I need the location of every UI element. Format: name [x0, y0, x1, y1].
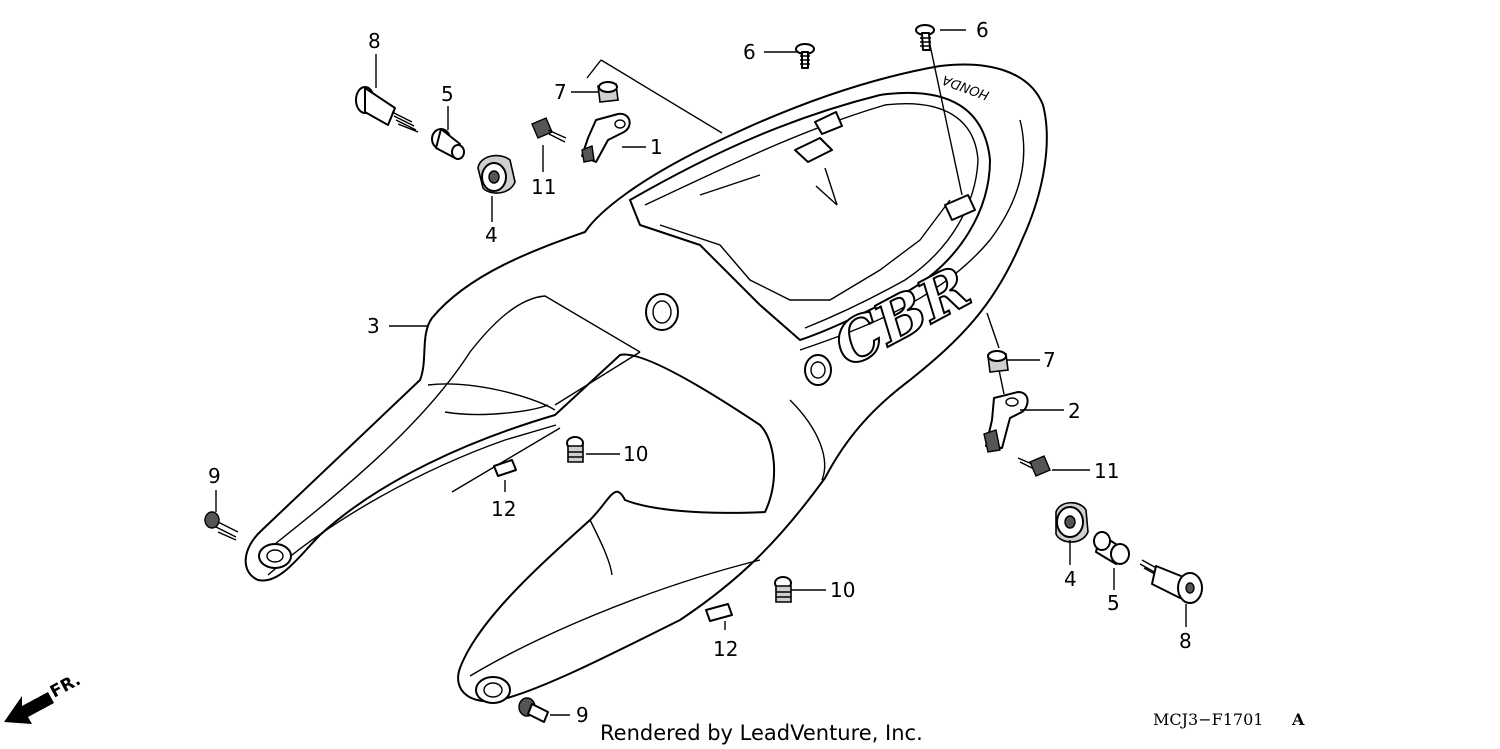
bolt-part-11-left [531, 117, 567, 143]
callout-9-lower: 9 [576, 703, 589, 727]
callout-5-right: 5 [1107, 591, 1120, 615]
assembly-guide-lines [554, 44, 1005, 406]
callout-4-left: 4 [485, 223, 498, 247]
callout-9-left: 9 [208, 464, 221, 488]
seat-cowl-part-3: HONDA CBR [244, 63, 1048, 704]
clip-part-10-upper [566, 436, 584, 463]
callout-2: 2 [1068, 399, 1081, 423]
nut-part-7-right [987, 350, 1009, 373]
diagram-code-suffix: A [1291, 710, 1305, 729]
callout-8-right: 8 [1179, 629, 1192, 653]
callout-7-right: 7 [1043, 348, 1056, 372]
callout-11-left: 11 [531, 175, 556, 199]
bolt-part-8-left [355, 86, 419, 133]
screw-part-6-center [795, 43, 815, 69]
callout-12-upper: 12 [491, 497, 516, 521]
grommet-part-4-left [477, 154, 516, 194]
callout-6-center: 6 [743, 40, 756, 64]
clip-part-10-lower [774, 576, 792, 603]
callout-5-left: 5 [441, 82, 454, 106]
screw-part-6-right [915, 24, 935, 51]
collar-part-5-right [1093, 531, 1130, 565]
bracket-part-2 [983, 391, 1029, 453]
screw-part-9-lower [518, 697, 549, 723]
front-label: FR. [47, 670, 84, 702]
bolt-part-8-right [1139, 559, 1203, 604]
screw-part-9-left [204, 511, 239, 541]
grommet-part-4-right [1055, 501, 1089, 543]
callout-3: 3 [367, 314, 380, 338]
callout-10-upper: 10 [623, 442, 648, 466]
callout-4-right: 4 [1064, 567, 1077, 591]
pad-part-12-upper [493, 459, 517, 477]
leader-lines [215, 29, 1187, 716]
bracket-part-1 [581, 112, 631, 163]
collar-part-5-left [431, 128, 465, 160]
bolt-part-11-right [1017, 455, 1051, 477]
diagram-code: MCJ3−F1701 A [1153, 710, 1305, 729]
callout-7-left: 7 [554, 80, 567, 104]
callout-12-lower: 12 [713, 637, 738, 661]
callout-8-left: 8 [368, 29, 381, 53]
front-direction-indicator: FR. [4, 670, 84, 724]
callout-11-right: 11 [1094, 459, 1119, 483]
pad-part-12-lower [705, 603, 733, 622]
callout-10-lower: 10 [830, 578, 855, 602]
nut-part-7-left [597, 81, 619, 103]
callout-6-right: 6 [976, 18, 989, 42]
diagram-code-text: MCJ3−F1701 [1153, 710, 1263, 729]
callout-numbers: 8 5 7 11 1 4 6 6 3 7 2 11 10 12 9 10 12 … [208, 18, 1192, 727]
callout-1: 1 [650, 135, 663, 159]
render-credit: Rendered by LeadVenture, Inc. [600, 721, 923, 745]
front-arrow-icon [4, 692, 54, 724]
